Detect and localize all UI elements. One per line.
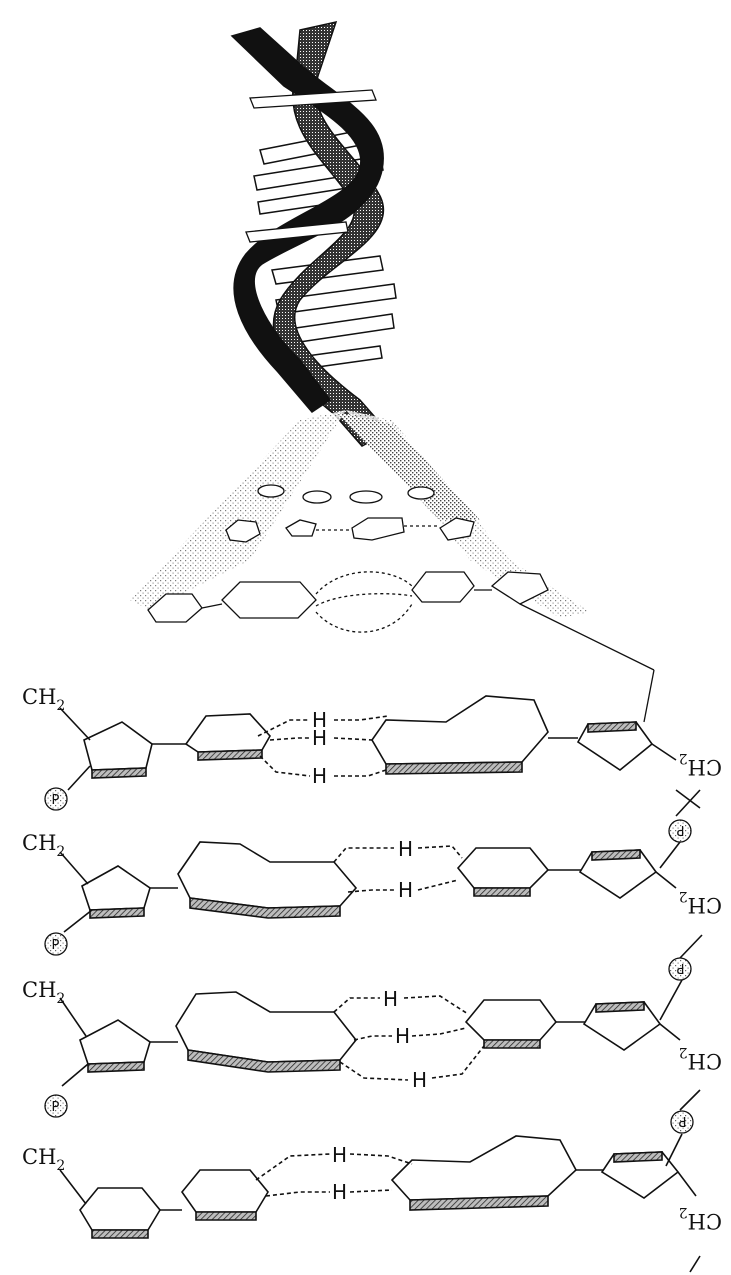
hydrogen-bond-label: H [398,878,413,902]
phosphate-icon: P [45,933,67,955]
svg-text:P: P [677,960,685,975]
svg-text:P: P [52,1100,60,1115]
phosphate-icon: P [669,958,691,980]
phosphate-icon: P [45,1095,67,1117]
ch2-label: CH2 [22,831,65,860]
hydrogen-bond-label: H [332,1143,347,1167]
ch2-label: CH2 [679,1204,722,1233]
ch2-label: CH2 [679,1044,722,1073]
hydrogen-bond-label: H [332,1180,347,1204]
hydrogen-bond-label: H [412,1068,427,1092]
phosphate-icon: P [45,788,67,810]
hydrogen-bond-label: H [383,987,398,1011]
ch2-label: CH2 [679,750,722,779]
base-pair-2 [60,790,700,932]
base-pair-3 [60,935,702,1086]
svg-text:P: P [52,793,60,808]
ch2-label: CH2 [22,978,65,1007]
hydrogen-bond-label: H [395,1024,410,1048]
helix-fade-left [130,410,346,610]
phosphate-icon: P [671,1111,693,1133]
svg-text:P: P [52,938,60,953]
hydrogen-bond-label: H [312,764,327,788]
hydrogen-bond-label: H [312,726,327,750]
ch2-label: CH2 [22,1145,65,1174]
ch2-label: CH2 [679,888,722,917]
base-pair-1 [60,696,700,808]
hydrogen-bond-label: H [398,837,413,861]
svg-text:P: P [679,1113,687,1128]
phosphate-icon: P [669,820,691,842]
base-pair-4 [60,1090,700,1272]
svg-text:P: P [677,822,685,837]
ch2-label: CH2 [22,685,65,714]
